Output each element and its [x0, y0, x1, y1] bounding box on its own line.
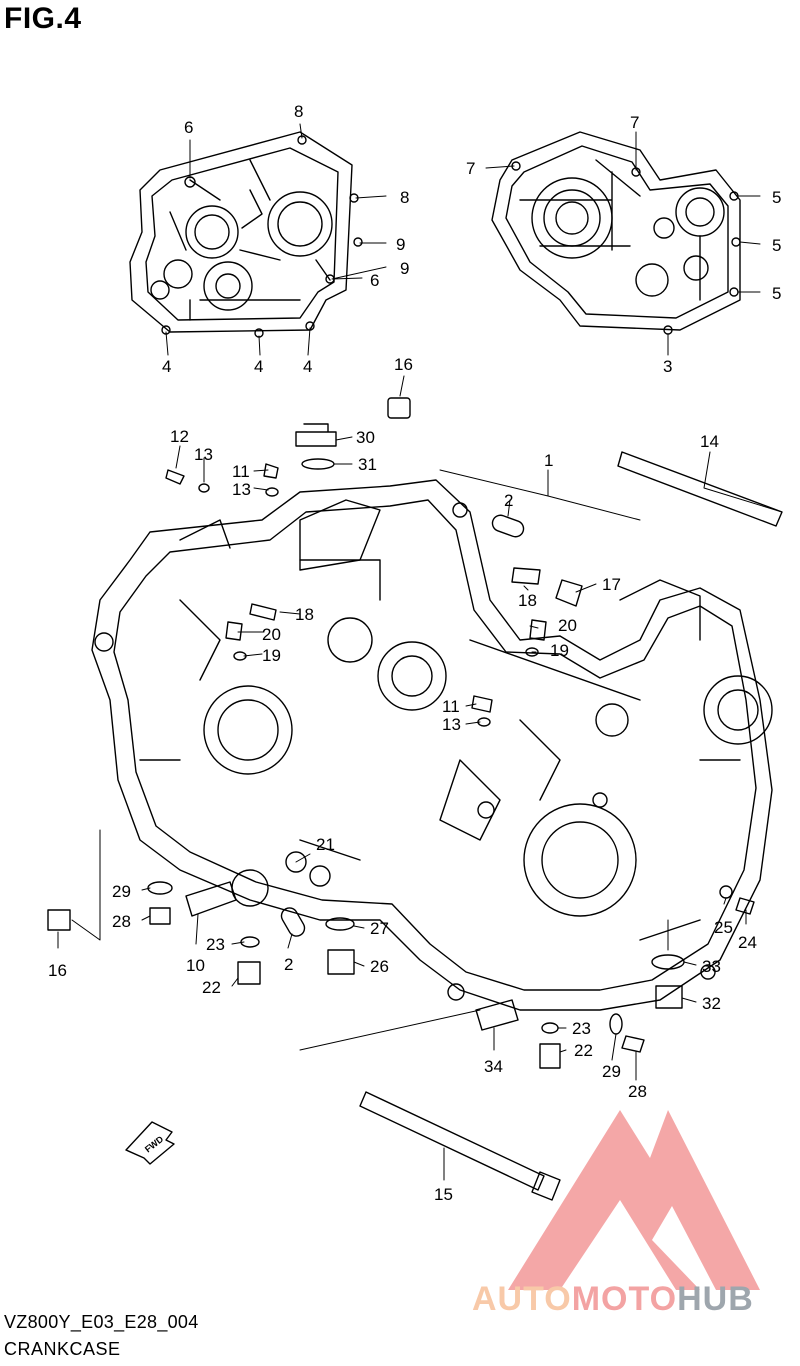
callout-7-a: 7 — [630, 113, 639, 132]
callout-8-a: 8 — [294, 102, 303, 121]
callout-29-a: 29 — [112, 882, 131, 901]
callout-28-b: 28 — [628, 1082, 647, 1101]
callout-12: 12 — [170, 427, 189, 446]
fwd-label: FWD — [143, 1134, 166, 1155]
callout-32: 32 — [702, 994, 721, 1013]
callout-30: 30 — [356, 428, 375, 447]
callout-3: 3 — [663, 357, 672, 376]
callout-6-a: 6 — [184, 118, 193, 137]
left-crankcase-half-view — [491, 131, 741, 335]
callout-29-b: 29 — [602, 1062, 621, 1081]
callout-8-b: 8 — [400, 188, 409, 207]
callout-34: 34 — [484, 1057, 503, 1076]
automotohub-logo — [508, 1110, 760, 1290]
callout-11-b: 11 — [442, 697, 460, 716]
callout-2-a: 2 — [504, 491, 513, 510]
callout-2-b: 2 — [284, 955, 293, 974]
callout-4-c: 4 — [303, 357, 312, 376]
callout-23-b: 23 — [572, 1019, 591, 1038]
callout-labels: 6 8 8 9 9 6 4 4 4 7 7 5 5 5 3 16 30 31 1… — [48, 102, 781, 1204]
callout-13-b: 13 — [232, 480, 251, 499]
watermark-part-hub: HUB — [677, 1280, 754, 1318]
callout-4-a: 4 — [162, 357, 171, 376]
callout-10: 10 — [186, 956, 205, 975]
callout-6-b: 6 — [370, 271, 379, 290]
callout-9-b: 9 — [400, 259, 409, 278]
callout-20-b: 20 — [558, 616, 577, 635]
watermark-part-moto: MOTO — [571, 1280, 678, 1318]
section-name: CRANKCASE — [4, 1339, 121, 1359]
callout-31: 31 — [358, 455, 377, 474]
callout-28-a: 28 — [112, 912, 131, 931]
callout-25: 25 — [714, 918, 733, 937]
callout-18-a: 18 — [518, 591, 537, 610]
small-parts — [47, 397, 783, 1201]
callout-19-b: 19 — [550, 641, 569, 660]
callout-21: 21 — [316, 835, 335, 854]
callout-20-a: 20 — [262, 625, 281, 644]
right-crankcase-half-view — [129, 131, 363, 338]
callout-26: 26 — [370, 957, 389, 976]
callout-14: 14 — [700, 432, 719, 451]
callout-5-c: 5 — [772, 284, 781, 303]
callout-27: 27 — [370, 919, 389, 938]
callout-16-a: 16 — [394, 355, 413, 374]
callout-7-b: 7 — [466, 159, 475, 178]
callout-13-a: 13 — [194, 445, 213, 464]
figure-title: FIG.4 — [4, 2, 82, 35]
callout-19-a: 19 — [262, 646, 281, 665]
crankcase-assembly — [91, 479, 773, 1011]
callout-5-a: 5 — [772, 188, 781, 207]
callout-23-a: 23 — [206, 935, 225, 954]
callout-22-b: 22 — [574, 1041, 593, 1060]
watermark-part-auto: AUTO — [472, 1280, 572, 1318]
callout-24: 24 — [738, 933, 757, 952]
callout-17: 17 — [602, 575, 621, 594]
callout-22-a: 22 — [202, 978, 221, 997]
callout-11-a: 11 — [232, 462, 250, 481]
fwd-direction-arrow — [125, 1121, 175, 1165]
leader-lines — [57, 123, 783, 1181]
callout-1: 1 — [544, 451, 553, 470]
callout-18-b: 18 — [295, 605, 314, 624]
watermark-text: AUTOMOTOHUB — [472, 1280, 754, 1319]
callout-4-b: 4 — [254, 357, 263, 376]
model-code: VZ800Y_E03_E28_004 — [4, 1312, 199, 1332]
callout-33: 33 — [702, 957, 721, 976]
callout-5-b: 5 — [772, 236, 781, 255]
callout-16-b: 16 — [48, 961, 67, 980]
callout-13-c: 13 — [442, 715, 461, 734]
callout-15: 15 — [434, 1185, 453, 1204]
callout-9-a: 9 — [396, 235, 405, 254]
